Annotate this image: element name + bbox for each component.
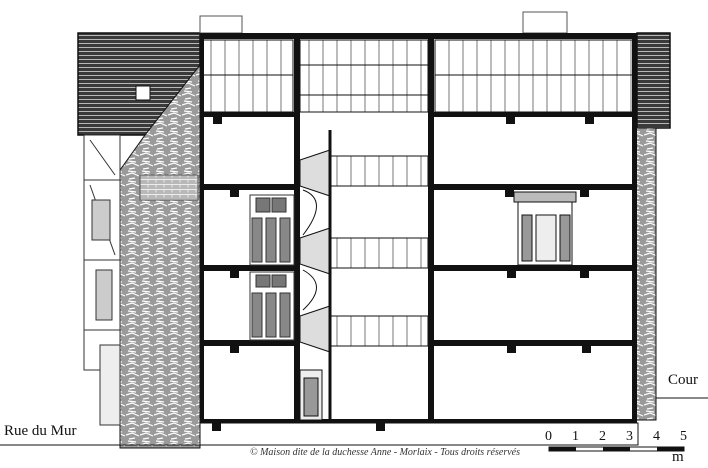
- cellar: [199, 422, 639, 446]
- attic-left: [202, 39, 294, 113]
- right-stone-wall: [635, 127, 657, 421]
- left-stone-wall: [119, 63, 201, 449]
- left-rooms-panelling: [249, 194, 295, 341]
- right-chimney: [522, 11, 568, 34]
- attic-center: [299, 39, 429, 113]
- scale-tick-1: 1: [572, 429, 579, 444]
- floor-beams: [200, 112, 637, 431]
- scale-tick-2: 2: [599, 429, 606, 444]
- right-room-window: [513, 191, 577, 266]
- scale-unit: m: [672, 449, 684, 465]
- scale-tick-3: 3: [626, 429, 633, 444]
- structural-frame: [200, 33, 637, 421]
- left-chimney: [199, 15, 243, 34]
- street-label: Rue du Mur: [4, 423, 77, 439]
- attic-right: [434, 39, 636, 113]
- right-roof: [636, 32, 671, 129]
- street-facade: [83, 134, 121, 426]
- scale-tick-5: 5: [680, 429, 687, 444]
- copyright-credit: © Maison dite de la duchesse Anne - Morl…: [250, 447, 520, 458]
- scale-tick-4: 4: [653, 429, 660, 444]
- spiral-staircase: [299, 130, 429, 421]
- scale-bar: [548, 446, 685, 452]
- scale-tick-0: 0: [545, 429, 552, 444]
- courtyard-label: Cour: [668, 372, 698, 388]
- dormer-window: [135, 85, 151, 101]
